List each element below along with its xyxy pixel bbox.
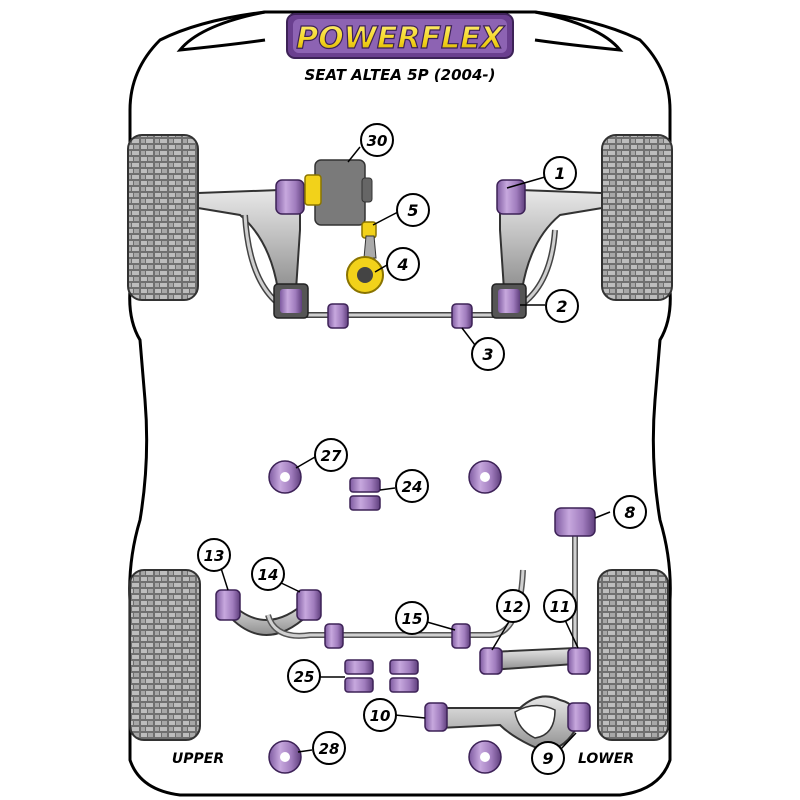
bush-front-right-rear <box>491 283 527 319</box>
dog-bone-mount <box>346 221 384 294</box>
bush-25-b <box>344 677 374 693</box>
engine-mount <box>304 159 373 226</box>
callout-9: 9 <box>531 741 565 775</box>
front-right-tyre <box>601 134 673 301</box>
rear-lower-arm <box>439 695 580 751</box>
front-right-wishbone <box>499 188 603 291</box>
svg-text:13: 13 <box>204 547 225 565</box>
svg-text:11: 11 <box>550 598 571 616</box>
rear-right-tyre <box>597 569 669 741</box>
svg-text:15: 15 <box>402 610 423 628</box>
bush-25-d <box>389 677 419 693</box>
svg-text:10: 10 <box>370 707 391 725</box>
bush-24-upper <box>349 477 381 493</box>
callout-27: 27 <box>314 438 348 472</box>
svg-text:8: 8 <box>624 503 635 522</box>
bush-8 <box>554 507 596 537</box>
callout-5: 5 <box>396 193 430 227</box>
callout-14: 14 <box>251 557 285 591</box>
svg-text:14: 14 <box>258 566 279 584</box>
callout-15: 15 <box>395 601 429 635</box>
bush-12 <box>479 647 503 675</box>
bush-front-arb-left <box>327 303 349 329</box>
bush-front-right-inner <box>496 179 526 215</box>
bush-15-right <box>451 623 471 649</box>
front-left-wishbone <box>197 188 301 291</box>
callout-8: 8 <box>613 495 647 529</box>
svg-text:30: 30 <box>367 132 388 150</box>
callout-1: 1 <box>543 156 577 190</box>
callout-28: 28 <box>312 731 346 765</box>
callout-3: 3 <box>471 337 505 371</box>
callout-13: 13 <box>197 538 231 572</box>
callout-24: 24 <box>395 469 429 503</box>
bush-front-left-rear <box>273 283 309 319</box>
bush-25-c <box>389 659 419 675</box>
svg-text:28: 28 <box>319 740 340 758</box>
svg-text:12: 12 <box>503 598 524 616</box>
bush-front-left-inner <box>275 179 305 215</box>
callout-30: 30 <box>360 123 394 157</box>
upper-label: UPPER <box>172 751 224 767</box>
logo-text: POWERFLEX <box>296 21 505 56</box>
callout-11: 11 <box>543 589 577 623</box>
svg-text:1: 1 <box>554 164 565 183</box>
front-left-tyre <box>127 134 199 301</box>
svg-text:4: 4 <box>396 255 408 274</box>
svg-text:3: 3 <box>482 345 493 364</box>
callout-10: 10 <box>363 698 397 732</box>
bonnet-right-curve <box>534 10 624 52</box>
svg-text:24: 24 <box>402 478 423 496</box>
model-title: SEAT ALTEA 5P (2004-) <box>304 66 495 84</box>
bush-13 <box>215 589 241 621</box>
callout-25: 25 <box>287 659 321 693</box>
leader-lines <box>219 146 611 753</box>
bonnet-left-curve <box>176 10 266 52</box>
svg-text:25: 25 <box>294 668 315 686</box>
svg-text:27: 27 <box>321 447 342 465</box>
bush-11 <box>567 647 591 675</box>
bush-24-lower <box>349 495 381 511</box>
svg-text:9: 9 <box>542 749 553 768</box>
svg-text:5: 5 <box>407 201 418 220</box>
bush-25-a <box>344 659 374 675</box>
bush-10 <box>424 702 448 732</box>
rear-left-tyre <box>129 569 201 741</box>
bush-front-arb-right <box>451 303 473 329</box>
lower-label: LOWER <box>578 751 634 767</box>
callout-2: 2 <box>545 289 579 323</box>
svg-text:2: 2 <box>556 297 567 316</box>
callout-4: 4 <box>386 247 420 281</box>
powerflex-logo: POWERFLEX <box>286 13 514 59</box>
bush-15-left <box>324 623 344 649</box>
bush-14 <box>296 589 322 621</box>
bush-9 <box>567 702 591 732</box>
callout-12: 12 <box>496 589 530 623</box>
